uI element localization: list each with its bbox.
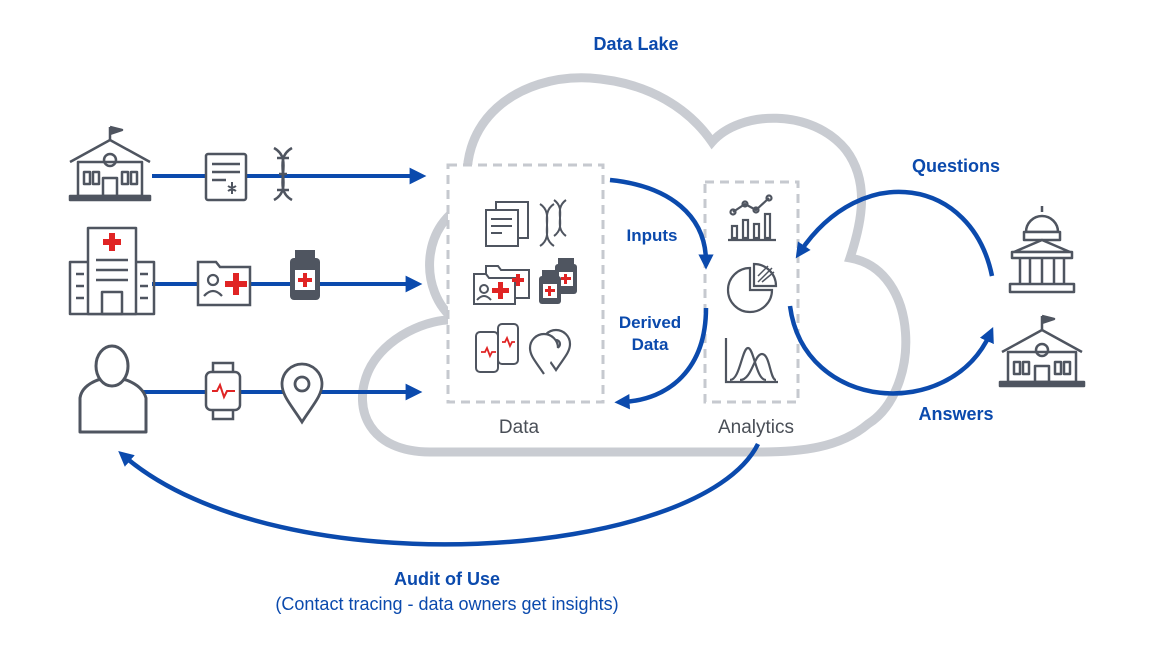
document-icon bbox=[485, 201, 529, 247]
dna-icon bbox=[273, 146, 293, 202]
line-chart-icon bbox=[728, 194, 776, 242]
audit-of-use-title: Audit of Use bbox=[394, 569, 500, 589]
medical-folder-icon bbox=[196, 260, 252, 307]
inputs-label: Inputs bbox=[626, 226, 678, 245]
analytics-label: Analytics bbox=[717, 417, 795, 438]
dna-icon bbox=[539, 199, 567, 247]
audit-of-use-arrow bbox=[118, 442, 761, 547]
location-pin-icon bbox=[280, 362, 324, 425]
questions-arrow bbox=[795, 189, 995, 277]
derived-data-arrow bbox=[614, 307, 709, 410]
smartwatch-icon bbox=[475, 323, 519, 373]
inputs-arrow bbox=[609, 177, 714, 270]
medicine-bottle-icon bbox=[290, 250, 320, 300]
answers-arrow bbox=[787, 305, 994, 396]
audit-of-use-subtitle: (Contact tracing - data owners get insig… bbox=[275, 594, 619, 614]
answers-label: Answers bbox=[918, 404, 994, 424]
data-lake-title: Data Lake bbox=[593, 34, 679, 54]
school-icon bbox=[998, 314, 1086, 388]
medicine-bottle-icon bbox=[539, 258, 577, 304]
derived-data-label: Derived Data bbox=[619, 312, 681, 356]
capitol-icon bbox=[1008, 206, 1076, 294]
school-icon bbox=[68, 125, 152, 202]
location-pin-icon bbox=[528, 328, 572, 375]
medical-folder-icon bbox=[473, 265, 530, 305]
derived-data-line2: Data bbox=[631, 335, 669, 354]
distribution-chart-icon bbox=[724, 338, 778, 384]
questions-label: Questions bbox=[911, 156, 1001, 176]
source-arrows bbox=[128, 167, 427, 401]
cloud-outline bbox=[357, 73, 911, 457]
document-icon bbox=[204, 152, 248, 202]
smartwatch-icon bbox=[204, 361, 242, 421]
derived-data-line1: Derived bbox=[618, 313, 682, 332]
data-label: Data bbox=[498, 417, 540, 438]
hospital-icon bbox=[68, 226, 156, 316]
pie-chart-icon bbox=[726, 262, 778, 314]
person-icon bbox=[78, 344, 148, 434]
